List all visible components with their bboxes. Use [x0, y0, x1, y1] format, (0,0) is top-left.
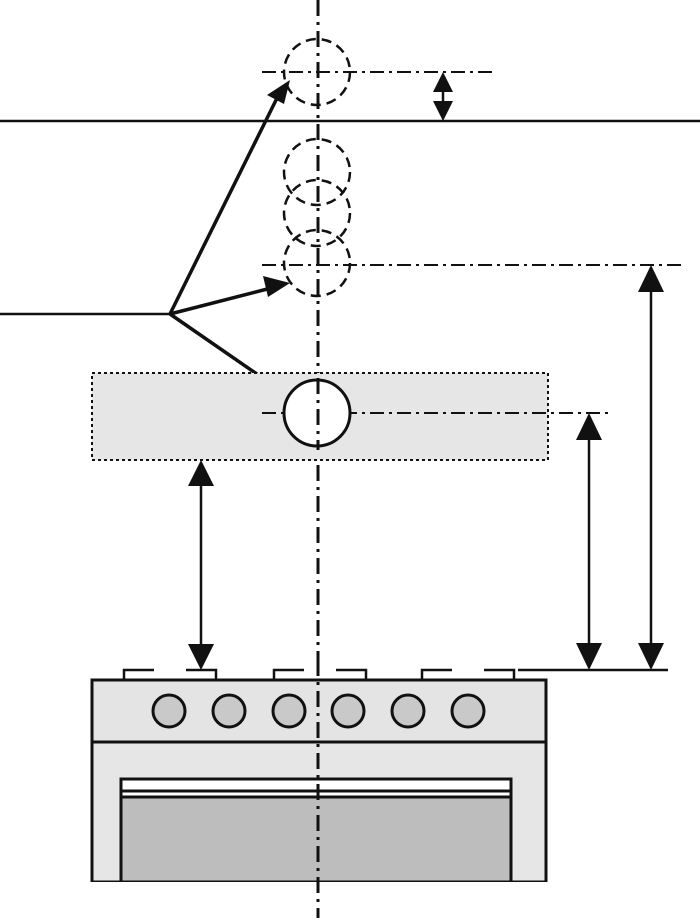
knob-icon-6 — [450, 693, 486, 729]
lower-pipe-circle — [282, 228, 352, 298]
knob-icon-5 — [390, 693, 426, 729]
pointer-arrowheads — [262, 80, 292, 398]
stove-knobs — [151, 693, 486, 729]
oven-window — [119, 795, 513, 884]
knob-icon-1 — [151, 693, 187, 729]
knob-icon-2 — [211, 693, 247, 729]
upper-pipe-circle — [282, 37, 352, 107]
arrowhead-upper — [267, 80, 290, 104]
reference-to-cooktop-dimension — [638, 265, 664, 670]
knob-icon-3 — [271, 693, 307, 729]
hood-to-cooktop-dimension — [188, 460, 214, 670]
pointer-arrow-middle — [169, 285, 276, 316]
grate-center — [272, 668, 368, 680]
ceiling-gap-dimension — [433, 72, 453, 121]
middle-pipe-circle-b — [282, 178, 352, 248]
burner-grates — [122, 668, 516, 680]
arrowhead-middle — [263, 276, 290, 297]
grate-left — [122, 668, 218, 680]
pointer-arrow-upper — [168, 87, 284, 315]
middle-pipe-circle-a — [282, 137, 352, 207]
pointer-arrows — [168, 87, 284, 392]
grate-right — [420, 668, 516, 680]
knob-icon-4 — [330, 693, 366, 729]
pipe-to-cooktop-dimension — [576, 413, 602, 670]
